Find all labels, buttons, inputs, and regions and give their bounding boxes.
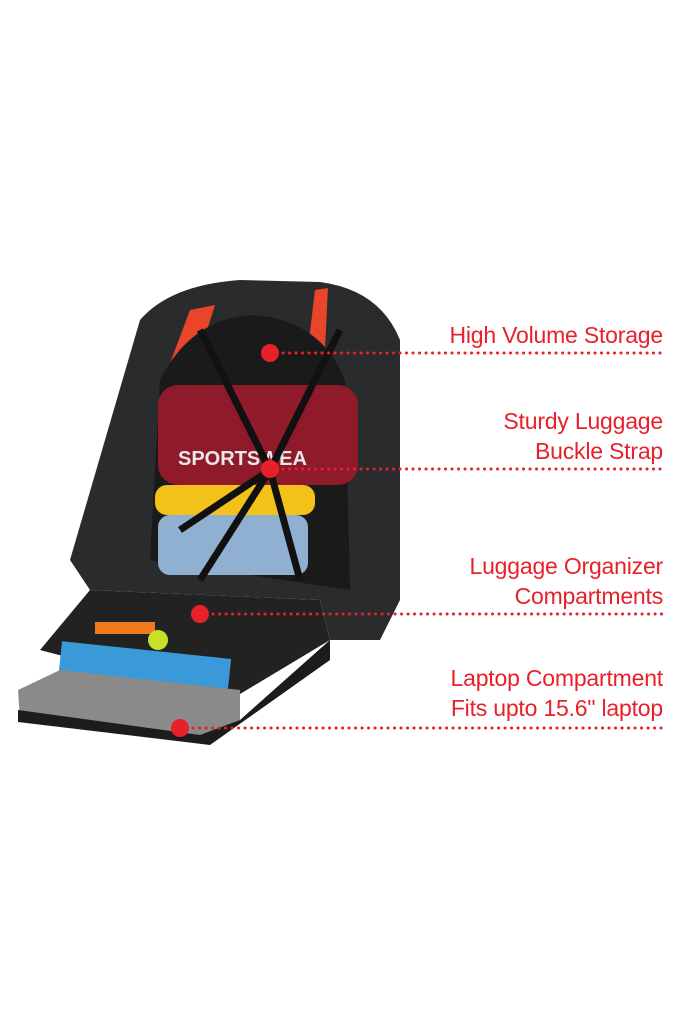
callout-text: Laptop Compartment (450, 665, 664, 691)
callout-dot (191, 605, 209, 623)
callout-text: Sturdy Luggage (503, 408, 663, 434)
callout-text: Fits upto 15.6" laptop (450, 695, 663, 721)
callout-text: Compartments (514, 583, 664, 609)
callout-dot (261, 344, 279, 362)
organizer-flap (40, 590, 330, 700)
callout-text: High Volume Storage (449, 322, 663, 348)
callout-dot (171, 719, 189, 737)
callout-laptop: Laptop Compartment Fits upto 15.6" lapto… (450, 663, 664, 723)
green-item (148, 630, 168, 650)
clothing-red (158, 385, 358, 485)
callout-organizer: Luggage Organizer Compartments (469, 551, 663, 611)
callout-text: Buckle Strap (535, 438, 663, 464)
callout-high-volume-storage: High Volume Storage (449, 320, 663, 350)
callout-text: Luggage Organizer (469, 553, 663, 579)
magazine (58, 641, 232, 689)
orange-item (95, 622, 155, 634)
callout-buckle-strap: Sturdy Luggage Buckle Strap (503, 406, 663, 466)
callout-dot (261, 460, 279, 478)
clothing-blue (158, 515, 308, 575)
